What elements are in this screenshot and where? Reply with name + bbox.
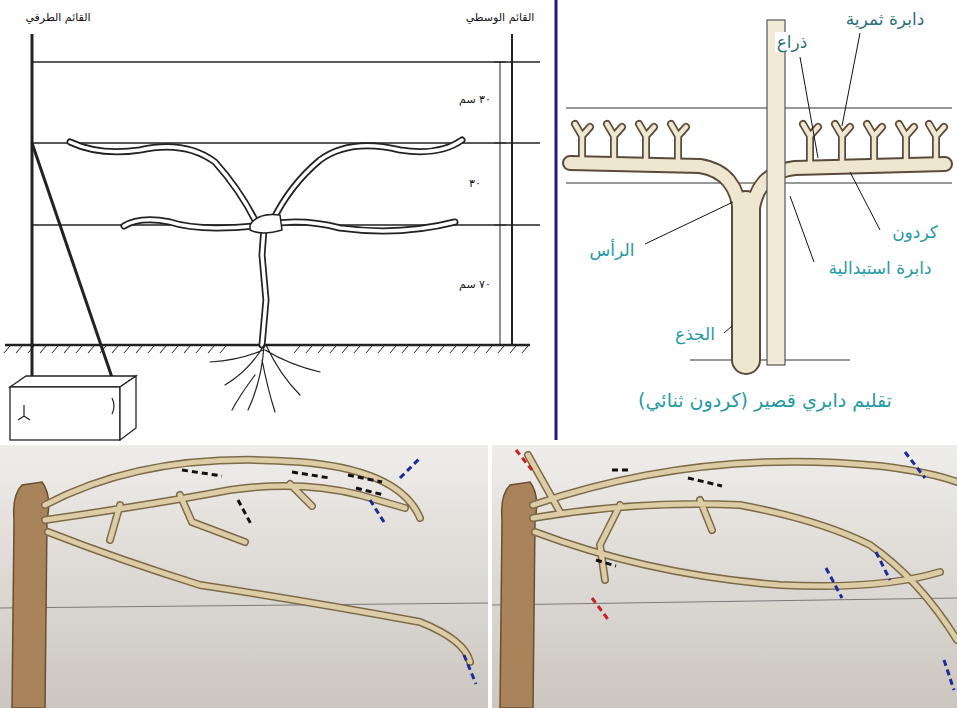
- cut-mark: [592, 598, 610, 622]
- dimension-label: ٣٠ سم: [457, 93, 493, 106]
- cut-marks: [182, 458, 476, 684]
- part-label: الجذع: [673, 324, 717, 344]
- cut-mark: [612, 469, 628, 472]
- cut-mark: [516, 450, 532, 470]
- roots: [210, 345, 320, 412]
- spur: [575, 124, 944, 167]
- cut-mark: [826, 568, 842, 598]
- cut-mark: [238, 500, 252, 526]
- ground-hatching: [4, 346, 528, 353]
- leader-line: [790, 196, 814, 262]
- cut-mark: [182, 470, 222, 476]
- panel-ground: [492, 445, 957, 708]
- cane: [45, 460, 470, 662]
- cordon-outline: [570, 163, 945, 215]
- cut-mark: [292, 472, 330, 478]
- anchor-block: [10, 387, 120, 440]
- wire: [566, 108, 952, 109]
- middle-post: [511, 34, 513, 345]
- part-label: دابرة استبدالية: [826, 258, 933, 278]
- dimension-label: ٧٠ سم: [457, 278, 493, 291]
- cut-mark: [348, 475, 382, 482]
- trunk: [12, 482, 49, 708]
- cane-outline: [528, 455, 957, 640]
- wire: [0, 603, 488, 608]
- cut-mark: [596, 560, 616, 566]
- vine-outline: [70, 140, 462, 345]
- trellis-drawing: [4, 34, 540, 440]
- cut-mark: [464, 655, 476, 684]
- leader-line: [645, 202, 733, 244]
- wire: [32, 61, 540, 62]
- pruning-after: [492, 445, 957, 708]
- brace: [32, 143, 118, 395]
- cut-mark: [400, 458, 420, 478]
- cut-mark: [356, 488, 384, 495]
- post: [767, 20, 785, 365]
- caption-label: تقليم دابري قصير (كردون ثنائي): [636, 389, 894, 412]
- anchor-block: [120, 376, 136, 440]
- cut-mark: [688, 478, 722, 486]
- cut-mark: [876, 552, 890, 580]
- dimension-tick: [494, 62, 506, 345]
- cut-marks: [516, 450, 954, 690]
- part-label: ذراع: [775, 32, 810, 52]
- leader-line: [800, 57, 818, 158]
- cut-mark: [370, 500, 384, 522]
- anchor-block: [10, 376, 136, 387]
- leader-line: [850, 172, 880, 230]
- pruning-before: [0, 445, 488, 708]
- panel-border: [555, 0, 558, 440]
- ground-line: [5, 344, 530, 347]
- vine-body: [70, 140, 462, 345]
- cut-mark: [944, 660, 954, 690]
- grapevine: [70, 140, 462, 412]
- dimension-line: [500, 62, 501, 345]
- dimension-label: ٣٠: [467, 177, 483, 190]
- cane-outline: [45, 460, 470, 662]
- cordon-scheme: [556, 0, 952, 440]
- leader-lines: [645, 33, 880, 333]
- anchor-hook: [18, 398, 114, 420]
- end-post: [31, 34, 34, 385]
- cane: [528, 455, 957, 640]
- trunk: [733, 205, 759, 360]
- wire: [492, 598, 957, 605]
- part-label: الرأس: [588, 240, 637, 260]
- cordon: [570, 163, 945, 215]
- cut-mark: [905, 452, 925, 478]
- post-label: القائم الوسطي: [464, 11, 537, 24]
- part-label: دابرة ثمرية: [844, 9, 927, 29]
- part-label: كردون: [890, 222, 940, 242]
- panel-ground: [0, 445, 488, 708]
- trunk-outline: [731, 205, 761, 360]
- leader-line: [724, 326, 732, 333]
- post-label: القائم الطرفي: [23, 11, 92, 24]
- leader-line: [842, 33, 860, 126]
- vine-head: [250, 214, 282, 233]
